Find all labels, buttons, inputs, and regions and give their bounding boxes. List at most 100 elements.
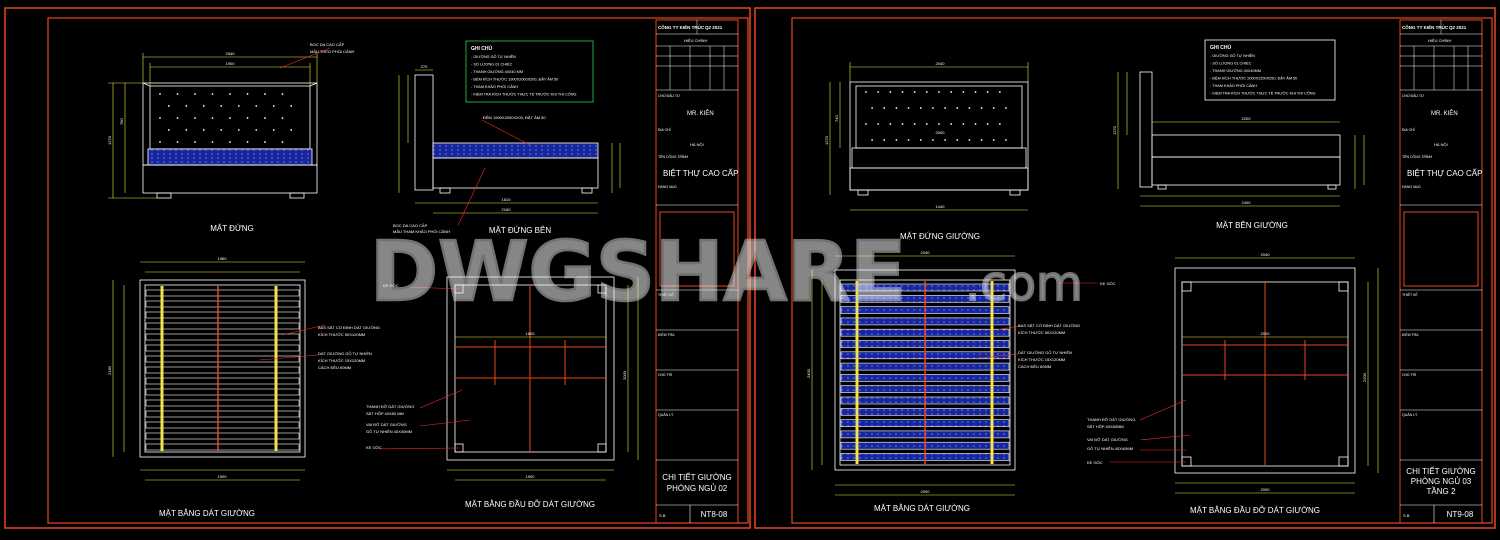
sheet-2-beam-callout-2: SẮT HỘP 40X80MM [1087,424,1124,429]
sheet-2-front-dimensions [829,62,1029,211]
tuft-button [877,91,880,93]
sheet-1-side-elevation [414,74,599,194]
tuft-button [246,141,249,143]
tuft-button [281,93,284,95]
tuft-button [1005,139,1007,141]
sheet-2-scale-label: S.B. [1403,513,1411,518]
tuft-button [176,117,179,119]
sheet-2-slat-callout-2: KÍCH THƯỚC 15X120MM [1018,357,1065,362]
sheet-1-headboard-tufts [159,93,293,143]
sheet-2-support-height-dim: 2200 [1362,372,1367,382]
tuft-button [272,129,275,131]
sheet-1-date: Q2 2021 [705,25,723,30]
tuft-button [202,129,205,131]
sheet-2-outer-frame [754,7,1496,529]
bed-slat [145,388,300,396]
bed-slat [145,322,300,330]
tuft-button [907,107,910,109]
note-line: - GIƯỜNG GỖ TỰ NHIÊN [471,54,516,59]
sheet-1-mattress-callout: ĐỆM 1900X2000X200, ĐẶT ÂM 50 [483,115,546,120]
sheet-2-manager-label: QUẢN LÝ [1402,412,1418,417]
note-line: - THANH GIƯỜNG 40X40 MM [471,69,523,74]
sheet-2-slat-fix-leader [994,325,1021,331]
sheet-1-revision: HIỆU CHỈNH [684,38,707,43]
sheet-2-side-height-dim: 1270 [1112,125,1117,135]
note-line: - GIƯỜNG GỖ TỰ NHIÊN [1210,53,1255,58]
tuft-button [237,105,240,107]
tuft-button [962,91,965,93]
bed-slat [145,432,300,440]
bed-slat [145,300,300,308]
sheet-1-beam-callout-2: SẮT HỘP 40X80 MM [366,411,404,416]
tuft-button [992,107,995,109]
sheet-2-support-view-title: MẶT BẰNG ĐẦU ĐỠ DÁT GIƯỜNG [1190,505,1320,515]
tuft-button [159,117,161,119]
sheet-1-front-height-dim: 1270 [107,135,112,145]
tuft-button [237,129,240,131]
sheet-1-client: MR. KIÊN [687,109,714,117]
sheet-2-front-inner-dim: 2000 [936,130,946,135]
sheet-1-headboard-callout: BỌC DA CAO CẤP [310,42,345,47]
tuft-button [980,107,983,109]
tuft-button [194,93,196,95]
tuft-button [974,123,977,125]
tuft-button [895,107,898,109]
bed-slat [145,421,300,429]
sheet-2-slat-callout: DÁT GIƯỜNG GỖ TỰ NHIÊN [1018,350,1072,355]
sheet-1-slat-callout-3: CÁCH ĐỀU 60MM [318,365,351,370]
tuft-button [913,91,916,93]
sheet-2-drawing-number: NT9-08 [1447,510,1474,519]
sheet-2-front-height2-dim: 740 [834,115,839,122]
sheet-1-side-top-dim: 270 [421,64,428,69]
sheet-1-plan-dimensions [112,261,305,481]
sheet-1-support-height-dim: 2000 [622,370,627,380]
tuft-button [264,117,266,119]
sheet-2-headboard-tufts [865,91,1007,141]
tuft-button [889,123,892,125]
tuft-button [962,123,965,125]
tuft-button [176,141,179,143]
sheet-1-client-label: CHỦ ĐẦU TƯ [658,93,680,98]
tuft-button [229,141,231,143]
sheet-1-beam-callout: THANH ĐỠ DÁT GIƯỜNG [366,404,414,409]
sheet-1-slat-callout-2: KÍCH THƯỚC 15X120MM [318,358,365,363]
sheet-2-slat-fix-callout: BAS SẮT CỐ ĐỊNH DÁT GIƯỜNG [1018,323,1080,328]
sheet-1-plan-height-dim: 2160 [107,365,112,375]
tuft-button [290,105,293,107]
sheet-1-company: CÔNG TY KIẾN TRÚC [658,23,705,30]
tuft-button [290,129,293,131]
sheet-2-revision: HIỆU CHỈNH [1428,38,1451,43]
sheet-1-chief-label: CHỦ TRÌ [658,372,672,377]
tuft-button [980,139,983,141]
sheet-1-plan-width-dim: 1960 [218,256,228,261]
sheet-2-project-label: TÊN CÔNG TRÌNH [1402,154,1433,159]
sheet-1-slat-callout: DÁT GIƯỜNG GỖ TỰ NHIÊN [318,351,372,356]
tuft-button [211,93,214,95]
sheet-2-slat-fix-callout-2: KÍCH THƯỚC 50X120MM [1018,330,1065,335]
note-line: - KIỂM TRA KÍCH THƯỚC THỰC TẾ TRƯỚC KHI … [471,92,577,97]
sheet-2-project: BIỆT THỰ CAO CẤP [1407,168,1482,178]
sheet-1-mattress-leader [481,119,531,146]
sheet-2-front-view-title: MẶT ĐỨNG GIƯỜNG [900,232,980,241]
sheet-2-support-dimensions [1175,257,1379,494]
sheet-2-front-height-dim: 1270 [824,135,829,145]
tuft-button [919,107,922,109]
sheet-2-plan-dimensions [811,255,1015,496]
note-line: - SỐ LƯỢNG 01 CHIẾC [471,62,513,67]
tuft-button [956,139,959,141]
tuft-button [986,91,989,93]
sheet-1-side-view-title: MẶT ĐỨNG BÊN [489,226,551,235]
sheet-2-designer-label: THIẾT KẾ [1402,292,1418,297]
sheet-2-slat-callout-3: CÁCH ĐỀU 60MM [1018,364,1051,369]
sheet-2-support-leaders [1110,399,1191,463]
tuft-button [901,91,904,93]
tuft-button [871,139,873,141]
sheet-1-slat-fix-callout: BAS SẮT CỐ ĐỊNH DÁT GIƯỜNG [318,325,380,330]
sheet-2-side-inner-dim: 2200 [1242,116,1252,121]
tuft-button [938,123,940,125]
sheet-1-support-mid-dim: 1800 [526,331,536,336]
bed-slat [145,355,300,363]
sheet-2-leg-callout: VAI ĐỠ DÁT GIƯỜNG [1087,437,1128,442]
sheet-2-date: Q2 2021 [1449,25,1467,30]
sheet-1-scale-label: S.B. [659,513,667,518]
